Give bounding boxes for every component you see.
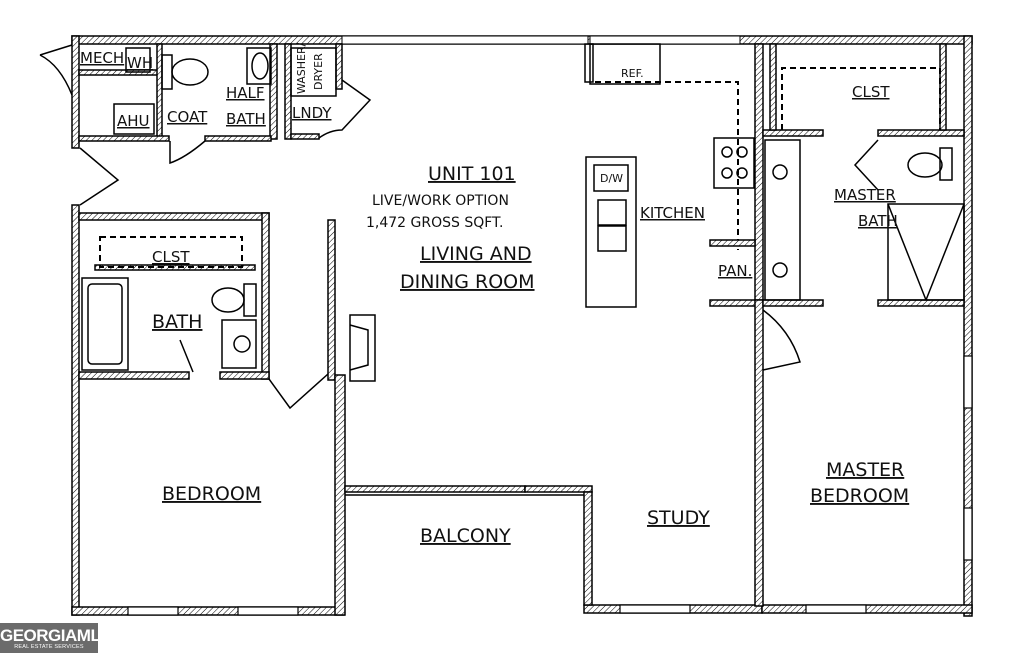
ahu-label: AHU: [117, 112, 150, 130]
washer-dryer-label-1: WASHER/: [295, 42, 308, 94]
closet-label: CLST: [152, 248, 190, 266]
half-bath-label-1: HALF: [226, 84, 265, 102]
ref-label: REF.: [621, 67, 644, 80]
master-bedroom-label-2: BEDROOM: [810, 485, 909, 507]
bedroom-label: BEDROOM: [162, 483, 261, 505]
unit-option: LIVE/WORK OPTION: [372, 193, 509, 209]
unit-area: 1,472 GROSS SQFT.: [366, 215, 503, 231]
laundry-label: LNDY: [292, 104, 332, 122]
kitchen-label: KITCHEN: [640, 204, 705, 222]
service-rooms: [39, 43, 372, 206]
dw-label: D/W: [600, 172, 623, 185]
washer-dryer-label-2: DRYER: [312, 53, 325, 90]
labels: MECH WH AHU COAT HALF BATH WASHER/ DRYER…: [80, 42, 909, 547]
living-label-1: LIVING AND: [420, 243, 532, 265]
watermark-tagline: REAL ESTATE SERVICES: [14, 644, 84, 650]
wh-label: WH: [127, 54, 153, 72]
study-label: STUDY: [647, 507, 710, 529]
balcony-label: BALCONY: [420, 525, 511, 547]
pantry-label: PAN.: [718, 262, 752, 280]
master-closet-label: CLST: [852, 83, 890, 101]
living-label-2: DINING ROOM: [400, 271, 535, 293]
bedroom-2-walls: [78, 212, 346, 616]
bath-label: BATH: [152, 311, 202, 333]
watermark-brand: GEORGIAMLS: [0, 626, 112, 645]
half-bath-label-2: BATH: [226, 110, 266, 128]
coat-label: COAT: [167, 108, 208, 126]
master-bedroom-label-1: MASTER: [826, 459, 904, 481]
georgiamls-watermark: GEORGIAMLS REAL ESTATE SERVICES: [0, 623, 112, 653]
lower-rooms: [344, 485, 593, 606]
exterior-walls: [71, 35, 973, 617]
top-wall-windows: [341, 35, 741, 45]
master-bath-label-2: BATH: [858, 212, 898, 230]
unit-name: UNIT 101: [428, 163, 516, 185]
living-features: [349, 314, 376, 382]
mech-label: MECH: [80, 49, 124, 67]
master-bath-label-1: MASTER: [834, 186, 896, 204]
master-suite: [762, 43, 965, 371]
